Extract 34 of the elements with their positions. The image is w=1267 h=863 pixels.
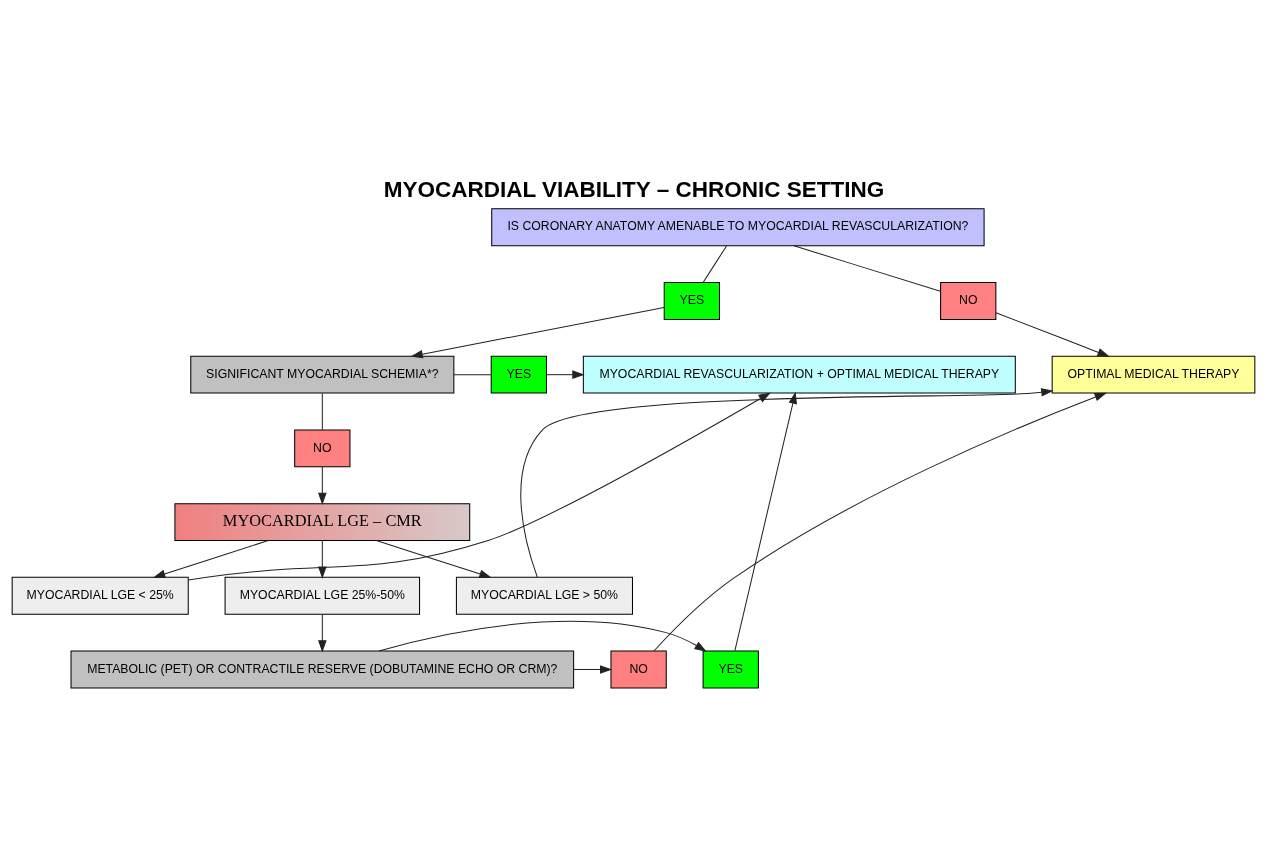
arrow (153, 539, 269, 578)
arrow (318, 539, 327, 579)
diagram-title: MYOCARDIAL VIABILITY – CHRONIC SETTING (383, 176, 885, 202)
arrow (318, 466, 327, 505)
node-box: IS CORONARY ANATOMY AMENABLE TO MYOCARDIAL REVASCULARIZATION? (491, 207, 985, 246)
node-box: MYOCARDIAL LGE 25%-50% (224, 576, 421, 615)
connector (702, 245, 728, 283)
arrow (573, 664, 613, 674)
node-box: MYOCARDIAL LGE > 50% (455, 576, 633, 615)
arrow (734, 391, 797, 651)
node-box: NO (294, 428, 351, 467)
node-box: YES (702, 650, 759, 688)
node-box: SIGNIFICANT MYOCARDIAL SCHEMIA*? (190, 355, 455, 394)
connector (321, 392, 323, 430)
arrow (410, 306, 665, 358)
arrow (546, 369, 585, 379)
node-box: YES (490, 355, 547, 394)
node-box: MYOCARDIAL REVASCULARIZATION + OPTIMAL MEDICAL THERAPY (582, 355, 1016, 394)
node-box: NO (940, 281, 997, 320)
arrow (520, 387, 1054, 578)
node-box: MYOCARDIAL LGE – CMR (174, 502, 471, 541)
arrow (375, 539, 492, 578)
node-box: NO (610, 650, 667, 688)
arrow (187, 391, 771, 581)
node-box: METABOLIC (PET) OR CONTRACTILE RESERVE (DOBUTAMINE ECHO OR CRM)? (70, 650, 575, 688)
node-box: OPTIMAL MEDICAL THERAPY (1051, 355, 1256, 394)
node-box: MYOCARDIAL LGE < 25% (11, 576, 189, 615)
arrow (995, 311, 1110, 357)
arrow (378, 620, 707, 652)
node-box: YES (663, 281, 720, 320)
connector (793, 244, 941, 292)
arrow (653, 392, 1107, 651)
connector (453, 373, 492, 375)
arrow (318, 613, 327, 652)
